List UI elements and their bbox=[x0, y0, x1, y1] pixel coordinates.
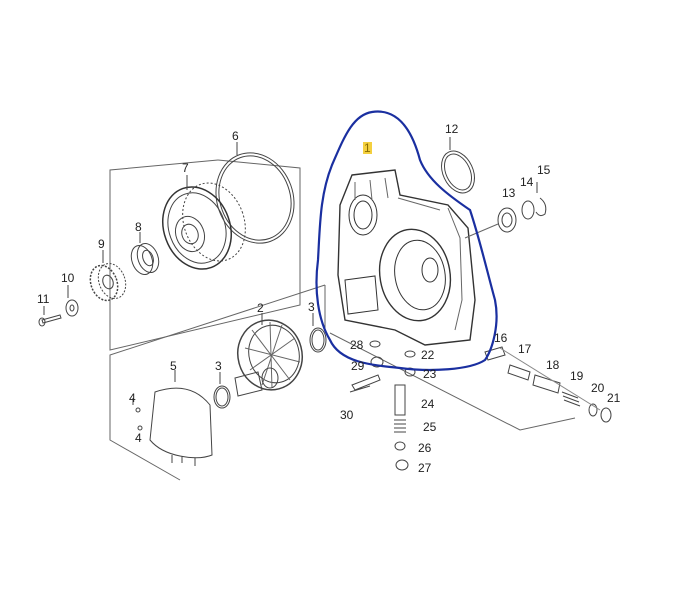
callout-4b: 4 bbox=[135, 431, 142, 445]
part-6-seal-ring bbox=[215, 142, 295, 244]
callout-3b: 3 bbox=[215, 359, 222, 373]
part-2-pump-impeller bbox=[234, 313, 303, 397]
callout-25: 25 bbox=[423, 420, 437, 434]
callout-12: 12 bbox=[445, 122, 459, 136]
callout-14: 14 bbox=[520, 175, 534, 189]
callout-18: 18 bbox=[546, 358, 560, 372]
callout-28: 28 bbox=[350, 338, 364, 352]
callout-1: 1 bbox=[363, 141, 372, 155]
part-13-bearing bbox=[497, 207, 517, 233]
callout-5: 5 bbox=[170, 359, 177, 373]
part-12-cover bbox=[441, 137, 475, 194]
highlight-outline bbox=[315, 110, 498, 372]
callout-10: 10 bbox=[61, 271, 75, 285]
callout-24: 24 bbox=[421, 397, 435, 411]
part-10-washer bbox=[65, 285, 79, 317]
callout-30: 30 bbox=[340, 408, 354, 422]
part-9-gear bbox=[89, 250, 127, 302]
part-22-23-plugs bbox=[404, 350, 416, 377]
callout-22: 22 bbox=[421, 348, 435, 362]
callout-4a: 4 bbox=[129, 391, 136, 405]
callout-2: 2 bbox=[257, 301, 264, 315]
callout-19: 19 bbox=[570, 369, 584, 383]
part-14-15-rings bbox=[521, 182, 547, 220]
part-3-o-rings bbox=[213, 313, 327, 409]
callout-11: 11 bbox=[37, 292, 50, 306]
callout-21: 21 bbox=[607, 391, 621, 405]
callout-13: 13 bbox=[502, 186, 516, 200]
part-7-ring-gear bbox=[162, 175, 246, 270]
part-8-bearing bbox=[130, 232, 160, 276]
callout-23: 23 bbox=[423, 367, 437, 381]
callout-6: 6 bbox=[232, 129, 239, 143]
part-4-pins bbox=[132, 398, 143, 431]
part-5-cover-gasket bbox=[149, 370, 213, 466]
assembly-planes bbox=[109, 159, 576, 481]
callout-3a: 3 bbox=[308, 300, 315, 314]
shaft-centerline bbox=[464, 223, 499, 239]
callout-15: 15 bbox=[537, 163, 551, 177]
part-30-bracket bbox=[349, 374, 381, 393]
callout-8: 8 bbox=[135, 220, 142, 234]
callout-16: 16 bbox=[494, 331, 508, 345]
callout-9: 9 bbox=[98, 237, 105, 251]
part-11-bolt bbox=[38, 306, 62, 327]
part-1-housing bbox=[337, 169, 476, 346]
callout-27: 27 bbox=[418, 461, 432, 475]
callout-26: 26 bbox=[418, 441, 432, 455]
callout-20: 20 bbox=[591, 381, 605, 395]
callout-17: 17 bbox=[518, 342, 532, 356]
callout-7: 7 bbox=[182, 161, 189, 175]
part-24-27-plunger-stack bbox=[394, 384, 409, 471]
callout-29: 29 bbox=[351, 359, 365, 373]
part-28-29-plugs bbox=[369, 340, 384, 368]
